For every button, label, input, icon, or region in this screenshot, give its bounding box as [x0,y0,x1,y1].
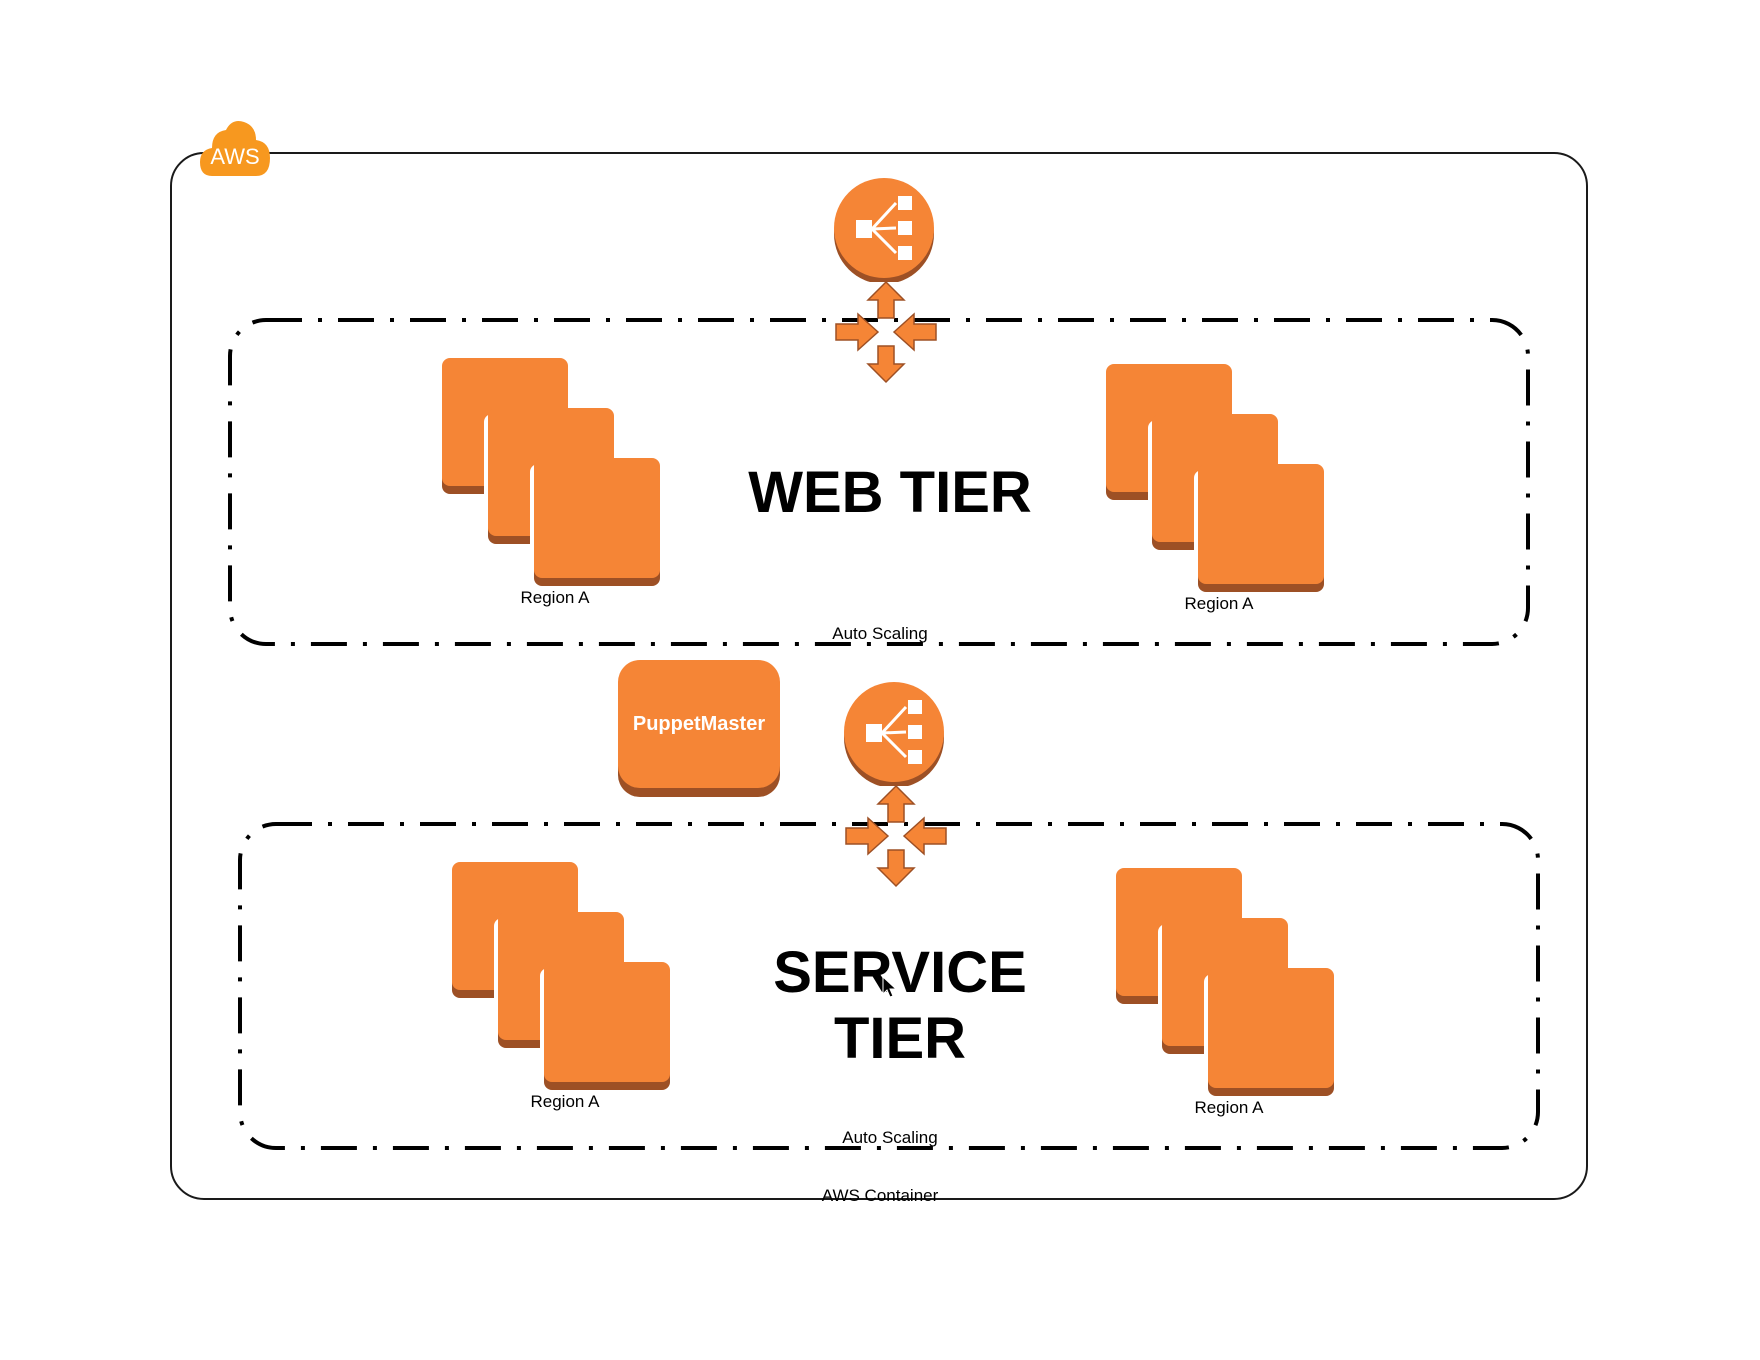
web-left-region-label: Region A [520,588,590,607]
web-autoscaling-label: Auto Scaling [832,624,928,643]
web-right-region-label: Region A [1184,594,1254,613]
aws-badge-text: AWS [210,144,259,169]
service-left-region-label: Region A [530,1092,600,1111]
web-right-instance-stack-icon [1106,364,1326,594]
service-left-instance-stack-icon [452,862,672,1092]
web-auto-scaling-arrows-icon [835,280,937,384]
web-left-instance-stack-icon [442,358,662,588]
web-tier-title: WEB TIER [748,460,1032,525]
mouse-cursor-icon [882,976,898,998]
puppetmaster-node: PuppetMaster [618,660,780,797]
web-load-balancer-icon [834,178,934,282]
service-autoscaling-label: Auto Scaling [842,1128,938,1147]
service-auto-scaling-arrows-icon [845,784,947,888]
aws-container [170,152,1588,1200]
aws-container-label: AWS Container [821,1186,939,1205]
service-right-region-label: Region A [1194,1098,1264,1117]
service-tier-title-line1: SERVICE [773,940,1027,1005]
puppetmaster-label: PuppetMaster [632,712,766,735]
service-tier-title-line2: TIER [833,1006,967,1071]
service-load-balancer-icon [844,682,944,786]
service-right-instance-stack-icon [1116,868,1336,1098]
aws-cloud-icon: AWS [200,121,270,176]
